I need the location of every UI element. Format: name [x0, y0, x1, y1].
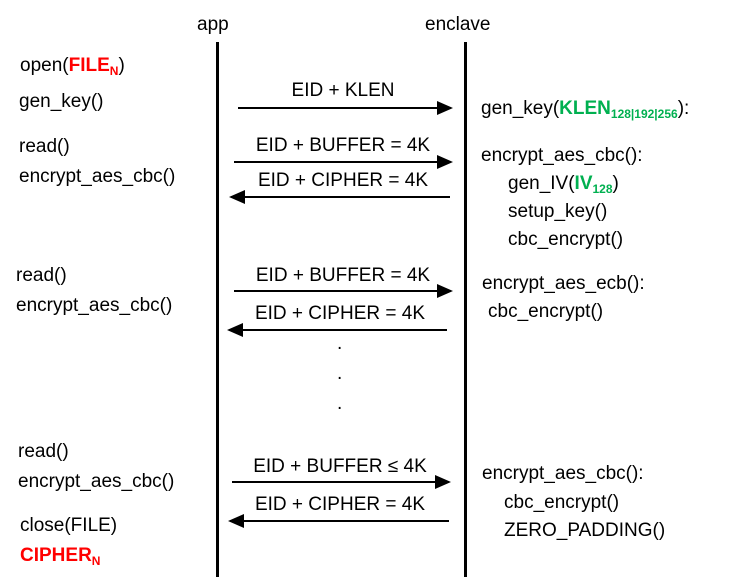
- app-encrypt-call-3: encrypt_aes_cbc(): [18, 471, 175, 492]
- cipher-sub: N: [91, 554, 101, 568]
- message-7-label: EID + CIPHER = 4K: [254, 494, 425, 515]
- message-5-label: EID + CIPHER = 4K: [254, 303, 425, 324]
- enclave-gen-key: gen_key(KLEN128|192|256):: [481, 98, 689, 120]
- enclave-lifeline: [464, 42, 467, 577]
- gen-iv-suffix: ): [612, 173, 619, 194]
- message-3-arrow: [229, 190, 450, 204]
- message-2-arrow: [234, 155, 453, 169]
- app-close-call: close(FILE): [20, 515, 118, 536]
- gen-key-prefix: gen_key(: [481, 98, 560, 119]
- file-n: FILEN: [68, 55, 119, 78]
- message-6-label: EID + BUFFER ≤ 4K: [253, 456, 427, 477]
- message-7-arrow: [228, 514, 449, 528]
- enclave-encrypt-3: encrypt_aes_cbc():: [482, 463, 644, 484]
- message-1-label: EID + KLEN: [291, 80, 395, 101]
- gen-iv-prefix: gen_IV(: [508, 173, 575, 194]
- ellipsis-dot-2: .: [337, 363, 343, 384]
- enclave-cbc-encrypt-2: cbc_encrypt(): [488, 301, 604, 322]
- gen-key-suffix: ):: [677, 98, 690, 119]
- message-2-label: EID + BUFFER = 4K: [255, 135, 431, 156]
- file-main: FILE: [68, 55, 110, 76]
- app-lifeline: [216, 42, 219, 577]
- klen-main: KLEN: [559, 98, 611, 119]
- enclave-cbc-encrypt-3: cbc_encrypt(): [504, 492, 620, 513]
- app-gen-key-call: gen_key(): [19, 91, 104, 112]
- app-open-call: open(FILEN): [20, 55, 125, 77]
- klen-sub: 128|192|256: [610, 107, 678, 121]
- open-suffix: ): [118, 55, 125, 76]
- lane-label-enclave: enclave: [425, 14, 491, 35]
- app-read-call-2: read(): [16, 265, 67, 286]
- enclave-setup-key: setup_key(): [508, 201, 608, 222]
- app-encrypt-call-2: encrypt_aes_cbc(): [16, 295, 173, 316]
- enclave-encrypt-1: encrypt_aes_cbc():: [481, 145, 643, 166]
- enclave-encrypt-2: encrypt_aes_ecb():: [482, 273, 645, 294]
- open-prefix: open(: [20, 55, 69, 76]
- message-6-arrow: [232, 475, 451, 489]
- ellipsis-dot-1: .: [337, 333, 343, 354]
- message-5-arrow: [227, 323, 447, 337]
- message-3-label: EID + CIPHER = 4K: [257, 170, 428, 191]
- app-read-call-3: read(): [18, 441, 69, 462]
- enclave-cbc-encrypt-1: cbc_encrypt(): [508, 229, 624, 250]
- message-4-arrow: [234, 284, 453, 298]
- message-4-label: EID + BUFFER = 4K: [255, 265, 431, 286]
- file-sub: N: [109, 64, 119, 78]
- iv-main: IV: [574, 173, 593, 194]
- app-encrypt-call-1: encrypt_aes_cbc(): [19, 166, 176, 187]
- cipher-main: CIPHER: [20, 545, 92, 566]
- iv-param: IV128: [574, 173, 613, 196]
- iv-sub: 128: [592, 182, 613, 196]
- enclave-zero-padding: ZERO_PADDING(): [504, 520, 666, 541]
- ellipsis-dot-3: .: [337, 393, 343, 414]
- enclave-gen-iv: gen_IV(IV128): [508, 173, 619, 195]
- lane-label-app: app: [197, 14, 229, 35]
- cipher-n-output: CIPHERN: [20, 545, 100, 567]
- app-read-call-1: read(): [19, 136, 70, 157]
- klen-param: KLEN128|192|256: [559, 98, 678, 121]
- message-1-arrow: [238, 101, 453, 115]
